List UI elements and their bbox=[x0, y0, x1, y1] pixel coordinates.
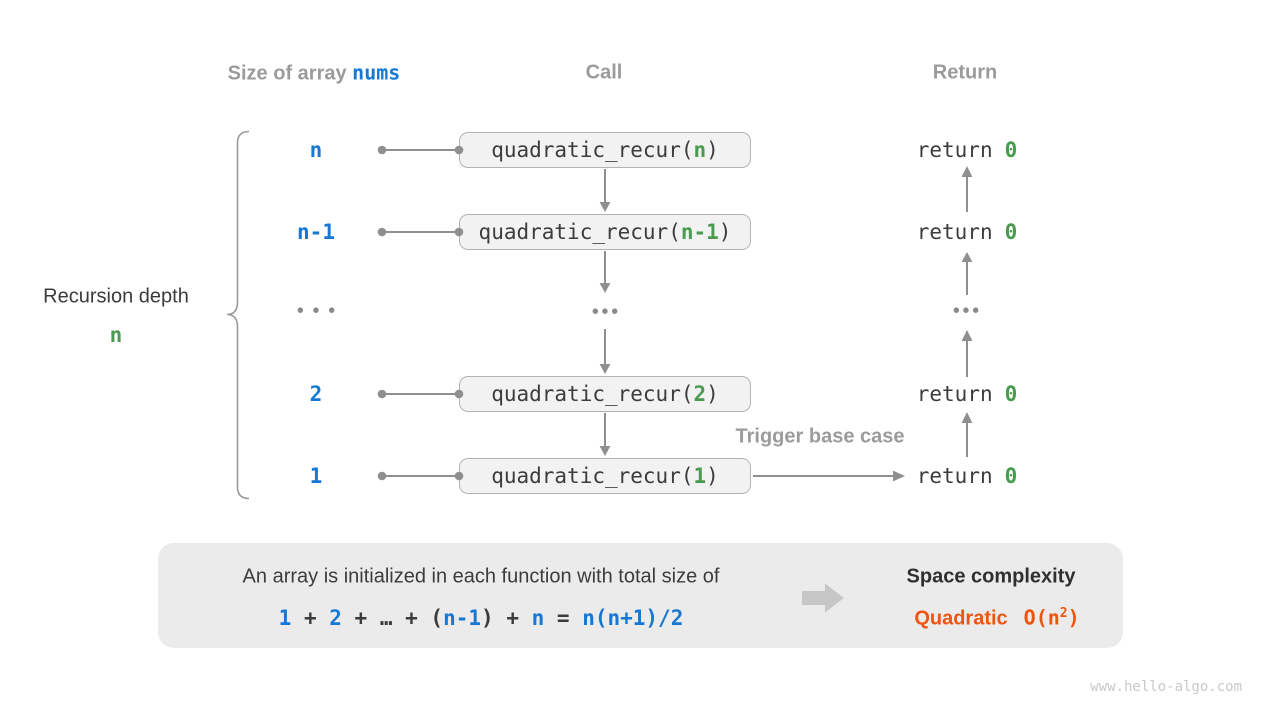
return-stmt: return 0 bbox=[917, 138, 1018, 162]
col-header-size-code: nums bbox=[352, 60, 401, 85]
trigger-base-case-label: Trigger base case bbox=[735, 425, 905, 448]
return-stmt: return 0 bbox=[917, 464, 1018, 488]
col-header-size-text: Size of array bbox=[227, 62, 347, 85]
complexity-name: Quadratic bbox=[914, 607, 1008, 630]
col-header-call: Call bbox=[585, 61, 623, 84]
summary-panel bbox=[158, 543, 1123, 648]
recursion-depth-label: Recursion depth bbox=[43, 285, 189, 308]
recursion-depth-brace bbox=[226, 130, 250, 500]
formula-token: ( bbox=[430, 606, 444, 630]
formula-token: = bbox=[544, 606, 583, 630]
call-box-n1: quadratic_recur(n-1) bbox=[459, 214, 751, 250]
col-header-size: Size of array nums bbox=[228, 61, 401, 86]
formula-token: 2 bbox=[329, 606, 342, 630]
call-box-1: quadratic_recur(1) bbox=[459, 458, 751, 494]
formula-token: + bbox=[493, 606, 532, 630]
panel-description: An array is initialized in each function… bbox=[242, 565, 720, 588]
call-box-n: quadratic_recur(n) bbox=[459, 132, 751, 168]
call-fn-suffix: ) bbox=[706, 138, 719, 162]
call-fn-prefix: quadratic_recur( bbox=[491, 464, 694, 488]
return-value: 0 bbox=[1004, 220, 1018, 244]
size-label-n1: n-1 bbox=[297, 220, 335, 244]
formula-token: n-1 bbox=[443, 606, 482, 630]
call-fn-suffix: ) bbox=[706, 464, 719, 488]
return-stmt: return 0 bbox=[917, 382, 1018, 406]
return-keyword: return bbox=[916, 220, 993, 244]
call-fn-prefix: quadratic_recur( bbox=[491, 382, 694, 406]
formula-token: + bbox=[341, 606, 380, 630]
formula-token: n(n+1)/2 bbox=[582, 606, 684, 630]
return-value: 0 bbox=[1004, 382, 1018, 406]
return-keyword: return bbox=[916, 382, 993, 406]
space-complexity-title: Space complexity bbox=[906, 565, 1076, 588]
size-label-2: 2 bbox=[309, 382, 323, 406]
formula-token: n bbox=[531, 606, 545, 630]
panel-formula: 1 + 2 + … + (n-1) + n = n(n+1)/2 bbox=[279, 606, 684, 630]
call-box-2: quadratic_recur(2) bbox=[459, 376, 751, 412]
call-fn-suffix: ) bbox=[718, 220, 732, 244]
formula-token: ) bbox=[481, 606, 494, 630]
return-ellipsis: ••• bbox=[953, 300, 982, 322]
space-complexity-value: Quadratic O(n2) bbox=[914, 606, 1079, 631]
return-stmt: return 0 bbox=[917, 220, 1018, 244]
formula-token: … bbox=[379, 606, 393, 630]
size-to-call-connectors bbox=[377, 145, 464, 481]
base-case-arrow bbox=[753, 470, 905, 482]
watermark: www.hello-algo.com bbox=[1090, 679, 1242, 695]
call-fn-suffix: ) bbox=[706, 382, 719, 406]
formula-token: + bbox=[291, 606, 330, 630]
recursion-depth-value: n bbox=[109, 323, 123, 347]
return-value: 0 bbox=[1004, 464, 1018, 488]
formula-token: 1 bbox=[278, 606, 292, 630]
formula-token: + bbox=[392, 606, 431, 630]
call-ellipsis: ••• bbox=[592, 301, 621, 323]
call-fn-prefix: quadratic_recur( bbox=[478, 220, 681, 244]
call-arg: 1 bbox=[693, 464, 707, 488]
big-o-notation: O(n2) bbox=[1023, 605, 1080, 630]
size-label-1: 1 bbox=[309, 464, 323, 488]
call-arg: n-1 bbox=[680, 220, 719, 244]
return-keyword: return bbox=[916, 464, 993, 488]
col-header-return: Return bbox=[932, 61, 998, 84]
return-value: 0 bbox=[1004, 138, 1018, 162]
call-arg: n bbox=[693, 138, 707, 162]
size-label-n: n bbox=[309, 138, 323, 162]
return-keyword: return bbox=[916, 138, 993, 162]
call-fn-prefix: quadratic_recur( bbox=[491, 138, 694, 162]
call-arg: 2 bbox=[693, 382, 707, 406]
size-ellipsis: ••• bbox=[297, 300, 344, 322]
